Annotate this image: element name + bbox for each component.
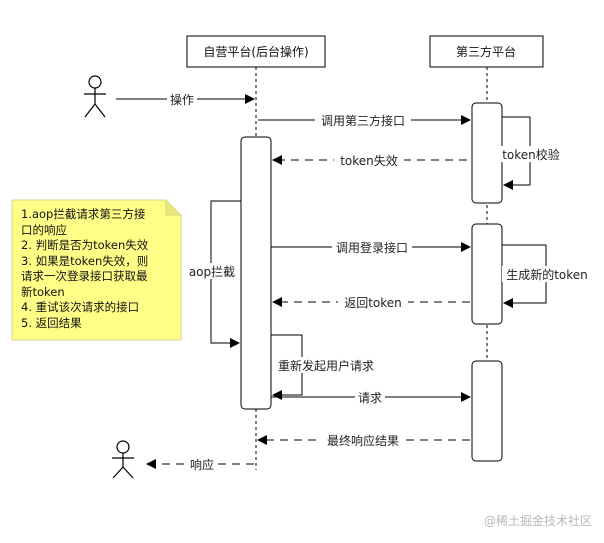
message-request-label: 请求 <box>358 391 382 405</box>
note-line: 4. 重试该次请求的接口 <box>21 300 140 314</box>
activation-third-party-request <box>471 360 503 462</box>
message-aop-intercept-label: aop拦截 <box>189 265 235 279</box>
participant-third-party: 第三方平台 <box>429 35 544 68</box>
participant-self-platform-label: 自营平台(后台操作) <box>203 44 308 59</box>
note-box <box>11 199 182 341</box>
message-resend-request-label: 重新发起用户请求 <box>278 358 374 373</box>
participant-third-party-label: 第三方平台 <box>456 44 516 59</box>
message-token-invalid-label: token失效 <box>340 153 398 168</box>
note-line: 新token <box>21 284 65 299</box>
note-line: 1.aop拦截请求第三方接 <box>21 207 146 221</box>
message-call-login-label: 调用登录接口 <box>336 240 408 255</box>
message-return-token-label: 返回token <box>344 296 402 310</box>
user-actor-bottom <box>112 440 134 479</box>
note-fold <box>165 200 181 216</box>
note-line: 2. 判断是否为token失效 <box>21 238 149 252</box>
activation-third-party-check <box>471 102 503 204</box>
message-generate-token-label: 生成新的token <box>506 267 588 282</box>
message-token-check-label: token校验 <box>502 147 560 162</box>
message-respond-label: 响应 <box>190 457 214 472</box>
note-line: 5. 返回结果 <box>21 315 82 330</box>
participant-self-platform: 自营平台(后台操作) <box>186 35 326 68</box>
message-operate-label: 操作 <box>170 92 194 107</box>
activation-self-platform <box>240 136 272 410</box>
note-line: 3. 如果是token失效，则 <box>21 253 149 268</box>
note <box>11 199 182 341</box>
note-line: 口的响应 <box>21 222 67 237</box>
message-final-result-label: 最终响应结果 <box>327 433 399 448</box>
watermark: @稀土掘金技术社区 <box>483 514 592 528</box>
activation-third-party-login <box>471 223 503 325</box>
note-text: 1.aop拦截请求第三方接 口的响应 2. 判断是否为token失效 3. 如果… <box>21 207 171 331</box>
user-actor-top <box>84 75 106 118</box>
note-line: 请求一次登录接口获取最 <box>21 269 148 283</box>
message-call-third-party-label: 调用第三方接口 <box>321 113 405 128</box>
